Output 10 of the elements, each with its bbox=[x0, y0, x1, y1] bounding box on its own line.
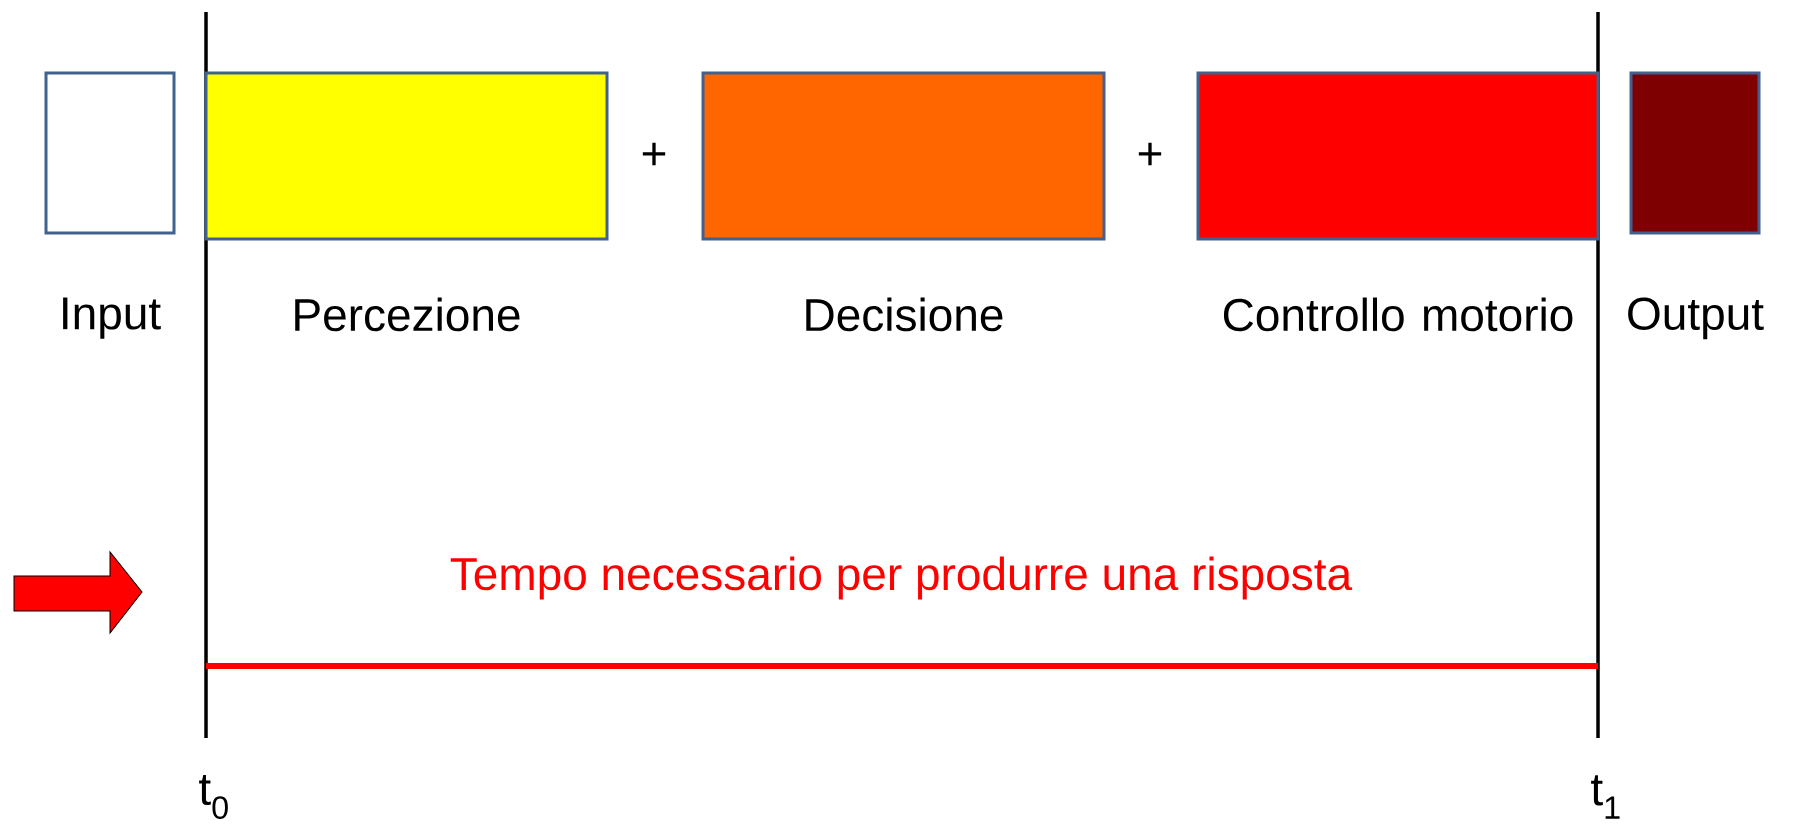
plus-sign: + bbox=[642, 142, 666, 166]
plus-sign: + bbox=[1138, 142, 1162, 166]
box-label: Output bbox=[1628, 297, 1764, 340]
box-label: Input bbox=[63, 297, 161, 339]
time-mark: t$_{1}$ bbox=[1591, 775, 1620, 819]
caption-text: Tempo necessario per produrre una risposta bbox=[450, 556, 1353, 600]
time-mark: t$_{0}$ bbox=[199, 775, 228, 819]
box-label: Controllo motorio bbox=[1223, 297, 1573, 332]
box-label: Percezione bbox=[295, 297, 520, 332]
box-label: Decisione bbox=[806, 297, 1003, 332]
